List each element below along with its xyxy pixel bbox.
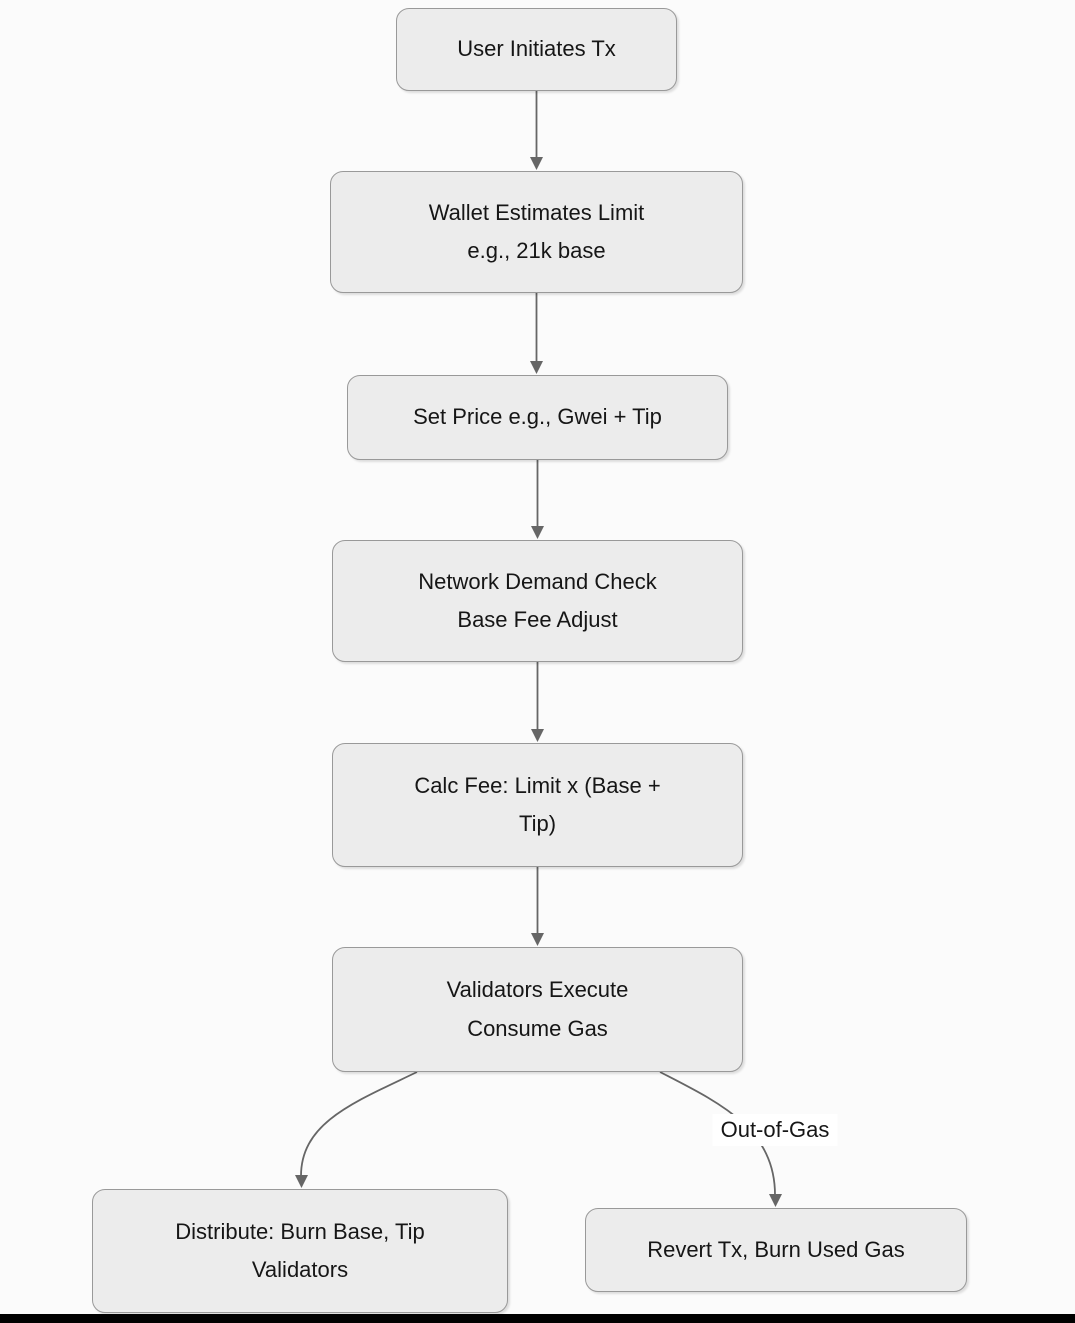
edge-arrowhead bbox=[769, 1194, 782, 1207]
node-label: Consume Gas bbox=[467, 1015, 608, 1041]
edge-label-out-of-gas: Out-of-Gas bbox=[712, 1114, 838, 1146]
node-label: Wallet Estimates Limit bbox=[428, 199, 645, 225]
node-wallet-estimates-limit: Wallet Estimates Limit e.g., 21k base bbox=[330, 171, 743, 293]
node-label: Network Demand Check bbox=[418, 568, 657, 594]
node-label: Base Fee Adjust bbox=[457, 607, 618, 632]
node-label: Calc Fee: Limit x (Base + bbox=[414, 772, 661, 798]
node-label: Set Price e.g., Gwei + Tip bbox=[413, 404, 662, 430]
node-label: Tip) bbox=[518, 811, 557, 836]
node-label: Validators bbox=[251, 1257, 349, 1282]
node-label: Validators Execute bbox=[446, 977, 629, 1002]
node-set-price: Set Price e.g., Gwei + Tip bbox=[347, 375, 728, 460]
edge-arrowhead bbox=[531, 933, 544, 946]
edge-arrowhead bbox=[530, 361, 543, 374]
edge-arrowhead bbox=[531, 526, 544, 539]
node-network-demand-check: Network Demand Check Base Fee Adjust bbox=[332, 540, 743, 662]
edge-arrowhead bbox=[531, 729, 544, 742]
edge-arrowhead bbox=[295, 1175, 308, 1188]
edge-validators-to-distribute bbox=[300, 1071, 418, 1177]
node-label: User Initiates Tx bbox=[457, 36, 616, 62]
node-revert-tx: Revert Tx, Burn Used Gas bbox=[585, 1208, 967, 1292]
node-label: Revert Tx, Burn Used Gas bbox=[647, 1236, 905, 1262]
node-label: e.g., 21k base bbox=[467, 238, 606, 263]
node-label: Distribute: Burn Base, Tip bbox=[175, 1218, 425, 1244]
bottom-border-bar bbox=[0, 1314, 1075, 1323]
edge-arrowhead bbox=[530, 157, 543, 170]
node-calc-fee: Calc Fee: Limit x (Base + Tip) bbox=[332, 743, 743, 867]
node-user-initiates-tx: User Initiates Tx bbox=[396, 8, 677, 91]
node-distribute-burn-base: Distribute: Burn Base, Tip Validators bbox=[92, 1189, 508, 1313]
node-validators-execute: Validators Execute Consume Gas bbox=[332, 947, 743, 1072]
